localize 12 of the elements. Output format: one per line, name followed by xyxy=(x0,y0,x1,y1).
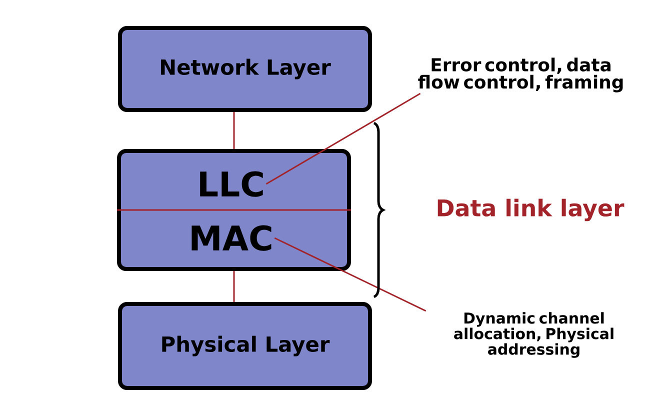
sublayer-text: LLC xyxy=(200,171,263,197)
connector-line xyxy=(233,112,235,149)
leader-line xyxy=(274,237,426,312)
annotation-text: Dynamic channel allocation, Physical addressing xyxy=(454,312,614,358)
layer-box xyxy=(117,149,351,271)
leader-line xyxy=(266,92,421,185)
annotation-text: Error control, data flow control, framing xyxy=(418,58,623,92)
layer-box: Physical Layer xyxy=(118,302,372,390)
connector-line xyxy=(233,271,235,302)
group-label: Data link layer xyxy=(438,198,624,222)
layer-box: Network Layer xyxy=(118,26,372,112)
sublayer-text: MAC xyxy=(192,225,272,251)
